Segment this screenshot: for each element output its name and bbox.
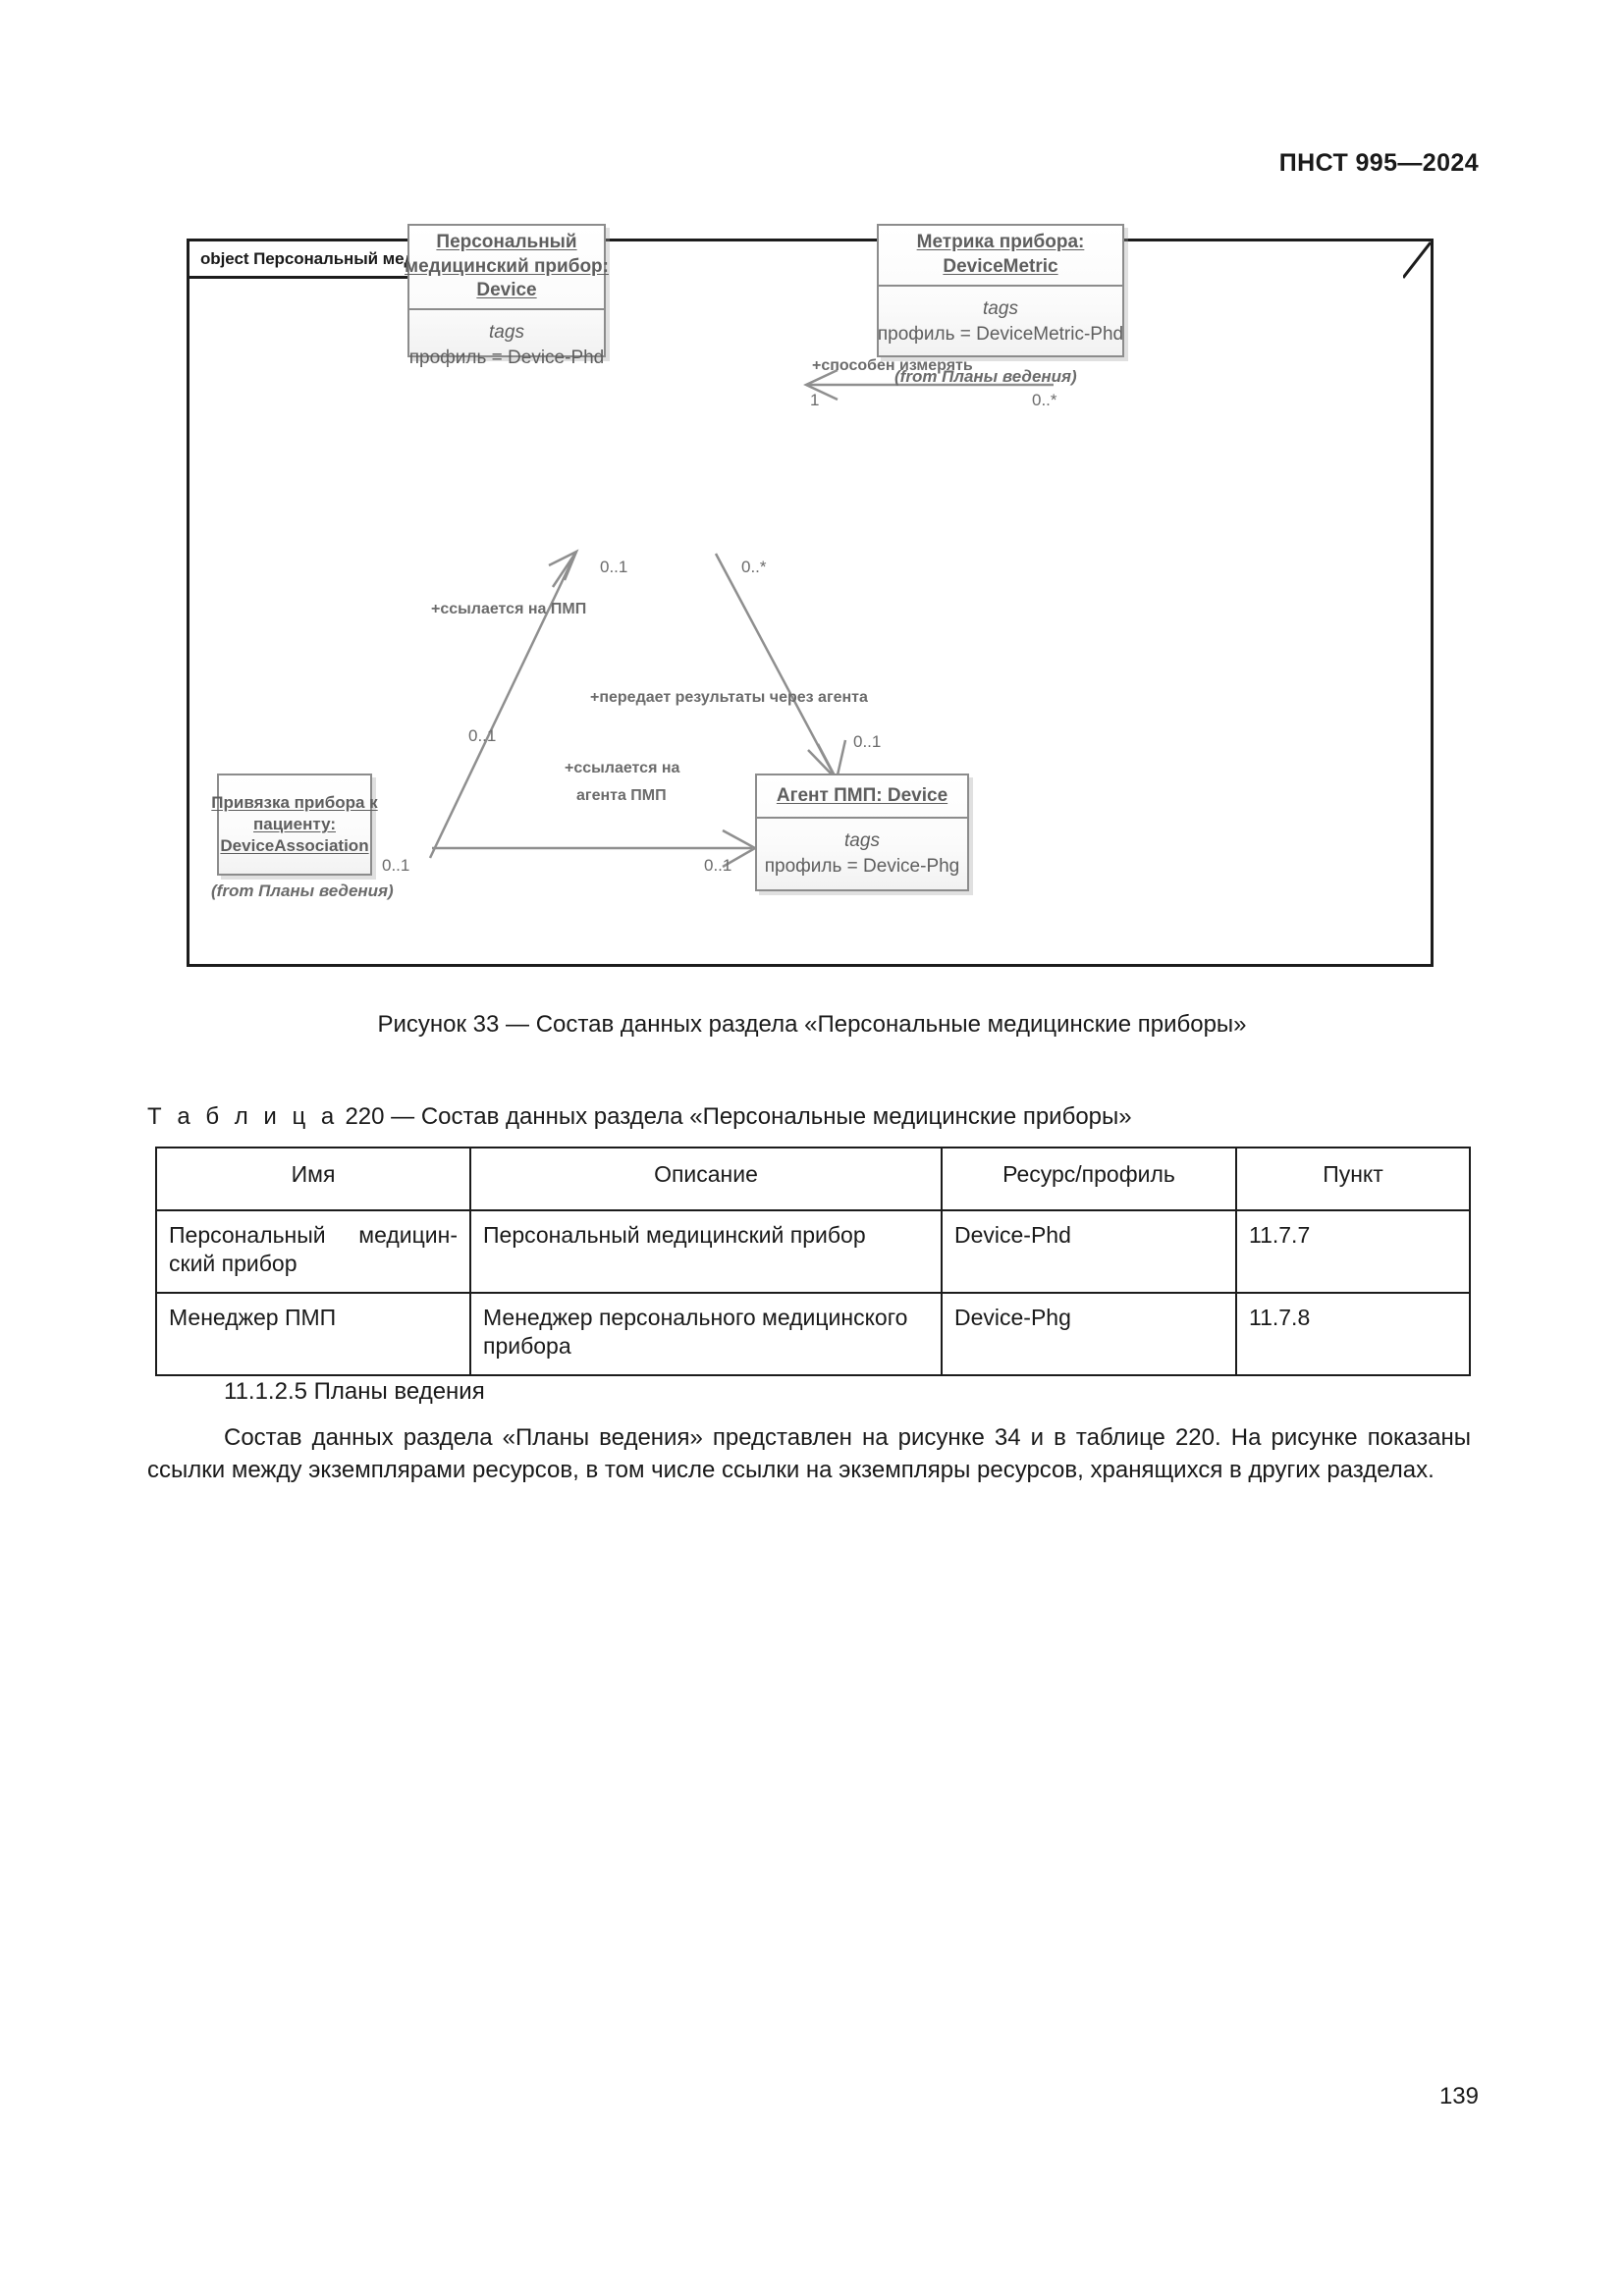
edge-mult-transmits-source: 0..* xyxy=(741,558,767,576)
uml-node-agent[interactable]: Агент ПМП: Device tags профиль = Device-… xyxy=(755,774,969,891)
table-cell-description: Персональный медицинский прибор xyxy=(469,1209,943,1294)
node-device-metric-profile: профиль = DeviceMetric-Phd xyxy=(877,323,1124,345)
table-cell-name-part-2: ский прибор xyxy=(169,1251,298,1277)
node-agent-tags-label: tags xyxy=(844,830,880,851)
data-table: Имя Описание Ресурс/профиль Пункт Персон… xyxy=(155,1147,1471,1376)
table-header-name: Имя xyxy=(155,1147,471,1211)
edge-label-refers-to-pmp: +ссылается на ПМП xyxy=(431,601,587,617)
edge-mult-refers-to-agent-source: 0..1 xyxy=(382,856,410,875)
edge-label-measures: +способен измерять xyxy=(812,357,973,374)
uml-diagram-frame: object Персональный медицинский прибор xyxy=(187,224,1434,967)
node-device-profile: профиль = Device-Phd xyxy=(408,347,605,368)
edge-mult-refers-to-pmp-source: 0..1 xyxy=(468,726,497,745)
table-row: Персональный медицин- ский прибор Персон… xyxy=(155,1209,1471,1294)
node-device-metric-divider xyxy=(879,285,1122,287)
uml-node-device-metric[interactable]: Метрика прибора: DeviceMetric tags профи… xyxy=(877,224,1124,357)
table-header-description: Описание xyxy=(469,1147,943,1211)
edge-mult-refers-to-agent-target: 0..1 xyxy=(704,856,732,875)
table-cell-item: 11.7.8 xyxy=(1235,1292,1471,1376)
edge-mult-measures-target: 1 xyxy=(810,391,820,409)
node-device-association-name-line-2: пациенту: xyxy=(253,814,336,833)
table-header-item: Пункт xyxy=(1235,1147,1471,1211)
node-device-name-line-2: медицинский прибор: xyxy=(405,255,609,277)
node-device-name-line-1: Персональный xyxy=(436,231,577,252)
edge-label-transmits-via-agent: +передает результаты через агента xyxy=(590,689,868,706)
table-row: Менеджер ПМП Менеджер персонального меди… xyxy=(155,1292,1471,1376)
uml-node-device[interactable]: Персональный медицинский прибор: Device … xyxy=(405,224,609,368)
node-device-tags-label: tags xyxy=(489,322,524,343)
table-cell-resource: Device-Phg xyxy=(941,1292,1237,1376)
edge-mult-measures-source: 0..* xyxy=(1032,391,1057,409)
table-caption-rest: 220 — Состав данных раздела «Персональны… xyxy=(345,1103,1132,1130)
node-agent-divider xyxy=(757,817,967,819)
node-device-association-from-note: (from Планы ведения) xyxy=(211,881,394,900)
table-cell-item: 11.7.7 xyxy=(1235,1209,1471,1294)
table-cell-name: Персональный медицин- ский прибор xyxy=(155,1209,471,1294)
node-device-divider xyxy=(409,308,604,310)
frame-tab-corner-decoration xyxy=(1403,240,1433,280)
uml-node-device-association[interactable]: Привязка прибора к пациенту: DeviceAssoc… xyxy=(211,774,378,876)
table-cell-description: Менеджер персонального медицинского приб… xyxy=(469,1292,943,1376)
body-paragraph: Состав данных раздела «Планы ведения» пр… xyxy=(147,1424,1471,1483)
node-agent-name-line-1: Агент ПМП: Device xyxy=(776,784,948,806)
edge-mult-refers-to-pmp-target: 0..1 xyxy=(600,558,628,576)
node-device-association-name-line-3: DeviceAssociation xyxy=(220,836,369,856)
node-device-metric-name-line-2: DeviceMetric xyxy=(943,256,1058,277)
page-number: 139 xyxy=(1438,2083,1479,2109)
table-caption-word: Т а б л и ц а xyxy=(147,1103,339,1130)
table-header-row: Имя Описание Ресурс/профиль Пункт xyxy=(155,1147,1471,1211)
node-device-association-name-line-1: Привязка прибора к xyxy=(211,792,378,812)
standard-reference-header: ПНСТ 995—2024 xyxy=(1278,149,1479,177)
node-device-metric-name-line-1: Метрика прибора: xyxy=(916,232,1085,253)
table-cell-resource: Device-Phd xyxy=(941,1209,1237,1294)
table-cell-name: Менеджер ПМП xyxy=(155,1292,471,1376)
edge-transmits-via-agent xyxy=(714,553,847,780)
table-caption: Т а б л и ц а 220 — Состав данных раздел… xyxy=(147,1103,1132,1131)
node-agent-profile: профиль = Device-Phg xyxy=(764,855,960,877)
node-device-metric-tags-label: tags xyxy=(983,298,1018,319)
edge-mult-transmits-target: 0..1 xyxy=(853,732,882,751)
table-cell-name-part-1: Персональный медицин- xyxy=(169,1222,458,1248)
section-heading: 11.1.2.5 Планы ведения xyxy=(224,1378,485,1405)
edge-refers-to-pmp xyxy=(428,549,579,859)
node-device-metric-from-note: (from Планы ведения) xyxy=(894,367,1077,386)
edge-label-refers-to-agent-line-2: агента ПМП xyxy=(576,787,667,804)
edge-label-refers-to-agent-line-1: +ссылается на xyxy=(565,760,680,776)
table-header-resource: Ресурс/профиль xyxy=(941,1147,1237,1211)
figure-caption: Рисунок 33 — Состав данных раздела «Перс… xyxy=(377,1011,1247,1038)
node-device-name-line-3: Device xyxy=(476,280,537,301)
